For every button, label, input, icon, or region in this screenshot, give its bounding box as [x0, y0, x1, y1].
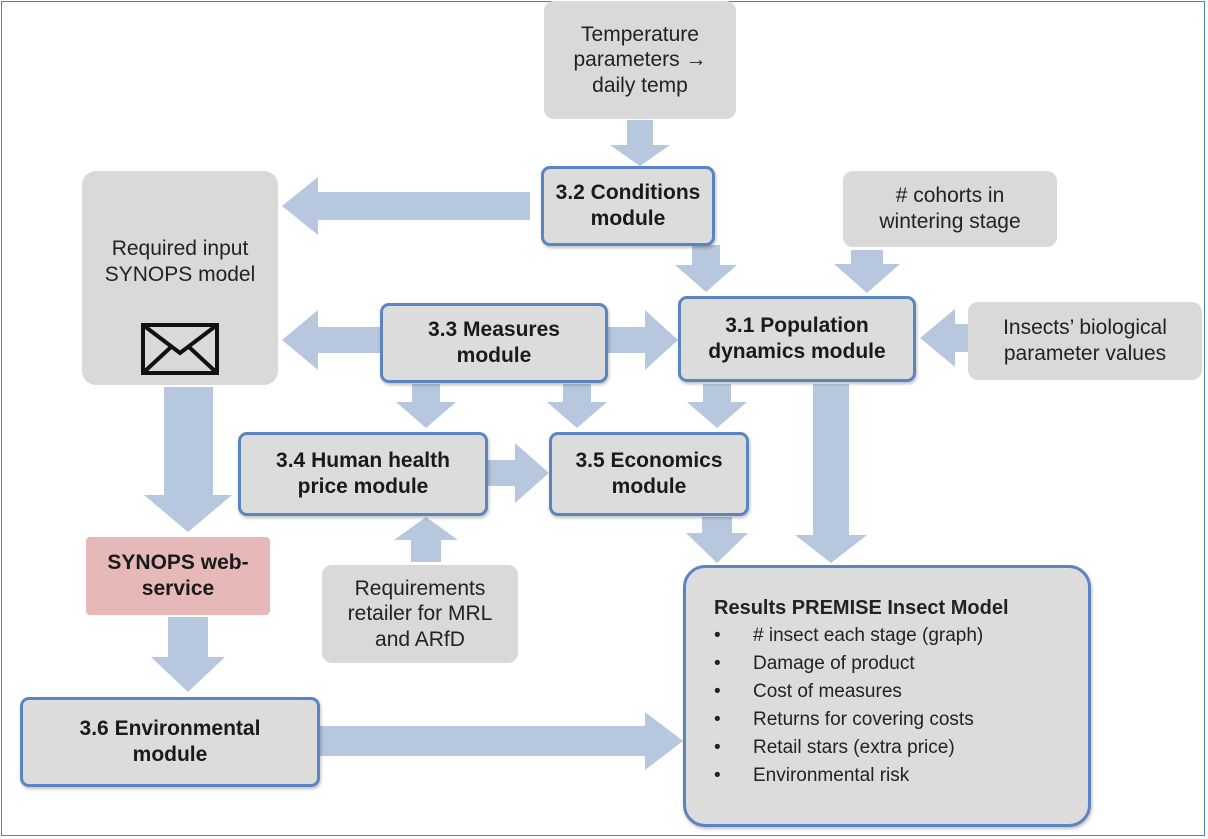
- arrow-requirements-to-human-health: [394, 517, 458, 562]
- arrow-temperature-to-conditions: [610, 120, 670, 166]
- conditions-module-label: 3.2 Conditions module: [555, 181, 701, 230]
- environmental-module-label: 3.6 Environmental module: [79, 717, 261, 766]
- results-item: •Cost of measures: [714, 681, 902, 703]
- environmental-module-box: 3.6 Environmental module: [20, 697, 320, 787]
- results-item: •Damage of product: [714, 653, 915, 675]
- results-item: •# insect each stage (graph): [714, 625, 984, 647]
- results-item: •Environmental risk: [714, 765, 910, 787]
- cohorts-wintering-label: # cohorts in wintering stage: [879, 184, 1021, 233]
- insects-biological-label: Insects’ biological parameter values: [1003, 316, 1167, 365]
- measures-module-label: 3.3 Measures module: [428, 318, 560, 367]
- conditions-module-box: 3.2 Conditions module: [541, 166, 715, 246]
- results-list: •# insect each stage (graph) •Damage of …: [714, 622, 983, 790]
- arrow-human-health-to-economics: [487, 443, 549, 503]
- arrow-cohorts-to-population: [834, 250, 900, 293]
- arrow-required-input-to-synops: [144, 387, 232, 532]
- arrow-population-to-results: [795, 384, 867, 563]
- arrow-synops-to-environmental: [151, 617, 225, 692]
- envelope-icon: [141, 323, 219, 382]
- insects-biological-box: Insects’ biological parameter values: [968, 302, 1202, 380]
- arrow-measures-to-required-input: [282, 310, 382, 370]
- results-item: •Returns for covering costs: [714, 709, 974, 731]
- human-health-module-box: 3.4 Human health price module: [238, 432, 488, 516]
- cohorts-wintering-box: # cohorts in wintering stage: [843, 171, 1057, 247]
- arrow-conditions-to-required-input: [282, 177, 530, 235]
- measures-module-box: 3.3 Measures module: [380, 303, 608, 383]
- arrow-measures-to-population: [607, 310, 678, 370]
- results-title: Results PREMISE Insect Model: [714, 597, 1009, 619]
- required-input-synops-label: Required input SYNOPS model: [104, 237, 256, 286]
- arrow-population-to-economics: [687, 384, 747, 428]
- results-item: •Retail stars (extra price): [714, 737, 955, 759]
- required-input-synops-box: Required input SYNOPS model: [82, 171, 278, 385]
- population-dynamics-module-box: 3.1 Population dynamics module: [678, 296, 916, 382]
- human-health-module-label: 3.4 Human health price module: [276, 449, 450, 498]
- requirements-retailer-box: Requirements retailer for MRL and ARfD: [322, 565, 518, 663]
- economics-module-box: 3.5 Economics module: [549, 432, 749, 516]
- synops-web-service-label: SYNOPS web-service: [107, 551, 249, 600]
- economics-module-label: 3.5 Economics module: [575, 449, 723, 498]
- arrow-economics-to-results: [686, 517, 748, 563]
- population-dynamics-module-label: 3.1 Population dynamics module: [708, 314, 886, 363]
- synops-web-service-box: SYNOPS web-service: [86, 537, 270, 615]
- arrow-measures-to-economics: [547, 384, 607, 428]
- arrow-insects-to-population: [920, 309, 968, 367]
- arrow-environmental-to-results: [320, 712, 683, 770]
- temperature-parameters-label: Temperature parameters → daily temp: [573, 22, 707, 97]
- arrow-measures-to-human-health: [396, 384, 456, 428]
- results-box: Results PREMISE Insect Model •# insect e…: [683, 565, 1091, 827]
- requirements-retailer-label: Requirements retailer for MRL and ARfD: [347, 576, 493, 651]
- arrow-conditions-to-population: [675, 245, 737, 292]
- temperature-parameters-box: Temperature parameters → daily temp: [544, 1, 736, 119]
